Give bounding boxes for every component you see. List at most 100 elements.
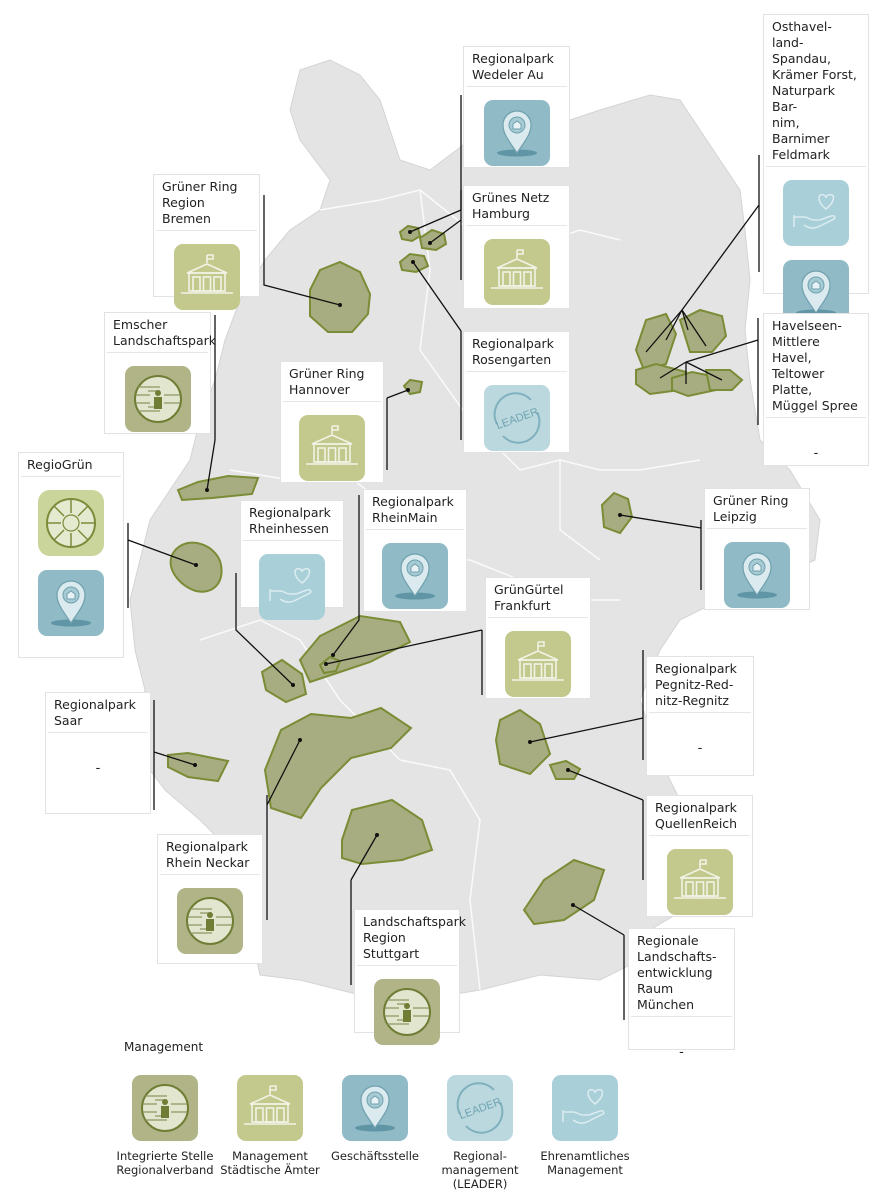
park-label-box: Regionalpark RheinMain (363, 489, 467, 612)
ehrenamt-icon (782, 179, 850, 247)
staedtisch-icon (504, 630, 572, 698)
region-rheinhessen (260, 658, 308, 704)
park-name: Grüner Ring Region Bremen (156, 175, 257, 231)
management-icons (355, 966, 459, 1046)
management-icons (647, 836, 752, 916)
region-saar (167, 751, 230, 783)
management-icons (364, 530, 466, 610)
management-icons: LEADER (464, 372, 569, 452)
legend-item-staedtisch: Management Städtische Ämter (215, 1074, 325, 1177)
legend-label: Integrierte Stelle Regionalverband (116, 1149, 214, 1177)
integrierte-icon (373, 978, 441, 1046)
legend-label: Management Städtische Ämter (220, 1149, 320, 1177)
no-management: - (813, 446, 819, 461)
park-name: Regionalpark RheinMain (366, 490, 464, 530)
park-label-box: Grüner Ring Hannover (280, 361, 384, 483)
legend-item-integrierte: Integrierte Stelle Regionalverband (110, 1074, 220, 1177)
park-name: Regionale Landschafts- entwicklung Raum … (631, 929, 732, 1017)
park-name: RegioGrün (21, 453, 121, 477)
region-muenchen (522, 858, 606, 926)
management-icons (705, 529, 809, 609)
park-label-box: Regionalpark Rhein Neckar (157, 834, 263, 964)
staedtisch-icon (666, 848, 734, 916)
park-name: Regionalpark Pegnitz-Red- nitz-Regnitz (649, 657, 751, 713)
region-regiogruen (169, 541, 223, 593)
legend-item-ehrenamt: Ehrenamtliches Management (530, 1074, 640, 1177)
park-label-box: Grüner Ring Region Bremen (153, 174, 260, 297)
geschaeftsstelle-icon (723, 541, 791, 609)
legend-label: Ehrenamtliches Management (540, 1149, 630, 1177)
park-name: Regionalpark Rheinhessen (243, 501, 341, 541)
integrierte-icon (131, 1074, 199, 1142)
park-name: Osthavel- land-Spandau, Krämer Forst, Na… (766, 15, 866, 167)
park-label-box: Grüner Ring Leipzig (704, 488, 810, 610)
management-icons (158, 875, 262, 955)
park-name: Regionalpark Saar (48, 693, 148, 733)
leader-icon: LEADER (446, 1074, 514, 1142)
park-label-box: GrünGürtel Frankfurt (485, 577, 591, 699)
region-havelseen-3 (704, 369, 744, 391)
region-osthavel-2 (678, 308, 728, 353)
management-icons (241, 541, 343, 621)
management-icons (486, 618, 590, 698)
park-name: Havelseen- Mittlere Havel, Teltower Plat… (766, 314, 866, 418)
region-rhein-neckar (263, 706, 413, 820)
park-label-box: Havelseen- Mittlere Havel, Teltower Plat… (763, 313, 869, 466)
leader-lines (127, 95, 760, 1020)
park-label-box: Regionale Landschafts- entwicklung Raum … (628, 928, 735, 1060)
park-label-box: Regionalpark QuellenReich (646, 795, 753, 917)
staedtisch-icon (483, 238, 551, 306)
park-name: Regionalpark Rhein Neckar (160, 835, 260, 875)
staedtisch-icon (173, 243, 241, 311)
park-name: Emscher Landschaftspark (107, 313, 216, 353)
park-label-box: RegioGrün (18, 452, 124, 658)
park-label-box: Emscher Landschaftspark (104, 312, 216, 434)
park-label-box: Regionalpark Saar - (45, 692, 151, 814)
park-name: Regionalpark Wedeler Au (466, 47, 567, 87)
legend-label: Geschäftsstelle (330, 1149, 420, 1163)
park-label-box: Regionalpark Wedeler Au (463, 46, 570, 168)
region-stuttgart (341, 798, 434, 866)
no-management: - (679, 1045, 684, 1060)
geschaeftsstelle-icon (483, 99, 551, 167)
park-name: Regionalpark QuellenReich (649, 796, 750, 836)
leader-icon: LEADER (483, 384, 551, 452)
park-label-box: Landschaftspark Region Stuttgart (354, 909, 466, 1033)
management-icons (464, 226, 569, 306)
geschaeftsstelle-icon (37, 569, 105, 637)
park-label-box: Osthavel- land-Spandau, Krämer Forst, Na… (763, 14, 869, 294)
park-name: Grünes Netz Hamburg (466, 186, 567, 226)
management-icons (764, 167, 868, 327)
park-name: Grüner Ring Leipzig (707, 489, 807, 529)
management-icons (19, 477, 123, 637)
regiogruen-icon (37, 489, 105, 557)
park-name: GrünGürtel Frankfurt (488, 578, 588, 618)
geschaeftsstelle-icon (381, 542, 449, 610)
no-management: - (697, 741, 703, 756)
park-name: Grüner Ring Hannover (283, 362, 381, 402)
park-name: Landschaftspark Region Stuttgart (357, 910, 466, 966)
park-label-box: Grünes Netz Hamburg (463, 185, 570, 309)
staedtisch-icon (236, 1074, 304, 1142)
staedtisch-icon (298, 414, 366, 482)
legend-item-geschaeftsstelle: Geschäftsstelle (320, 1074, 430, 1163)
no-management: - (95, 761, 101, 776)
management-icons (105, 353, 210, 433)
legend-item-leader: LEADER Regional- management (LEADER) (425, 1074, 535, 1191)
management-icons (281, 402, 383, 482)
integrierte-icon (124, 365, 192, 433)
geschaeftsstelle-icon (341, 1074, 409, 1142)
management-icons (464, 87, 569, 167)
integrierte-icon (176, 887, 244, 955)
park-name: Regionalpark Rosengarten (466, 332, 567, 372)
region-bremen (309, 260, 372, 333)
region-pegnitz (494, 708, 552, 776)
management-icons (154, 231, 259, 311)
region-frankfurt (318, 655, 342, 675)
ehrenamt-icon (551, 1074, 619, 1142)
park-label-box: Regionalpark Rheinhessen (240, 500, 344, 608)
legend-label: Regional- management (LEADER) (441, 1149, 519, 1191)
legend-title: Management (124, 1040, 204, 1054)
park-label-box: Regionalpark Pegnitz-Red- nitz-Regnitz - (646, 656, 754, 776)
